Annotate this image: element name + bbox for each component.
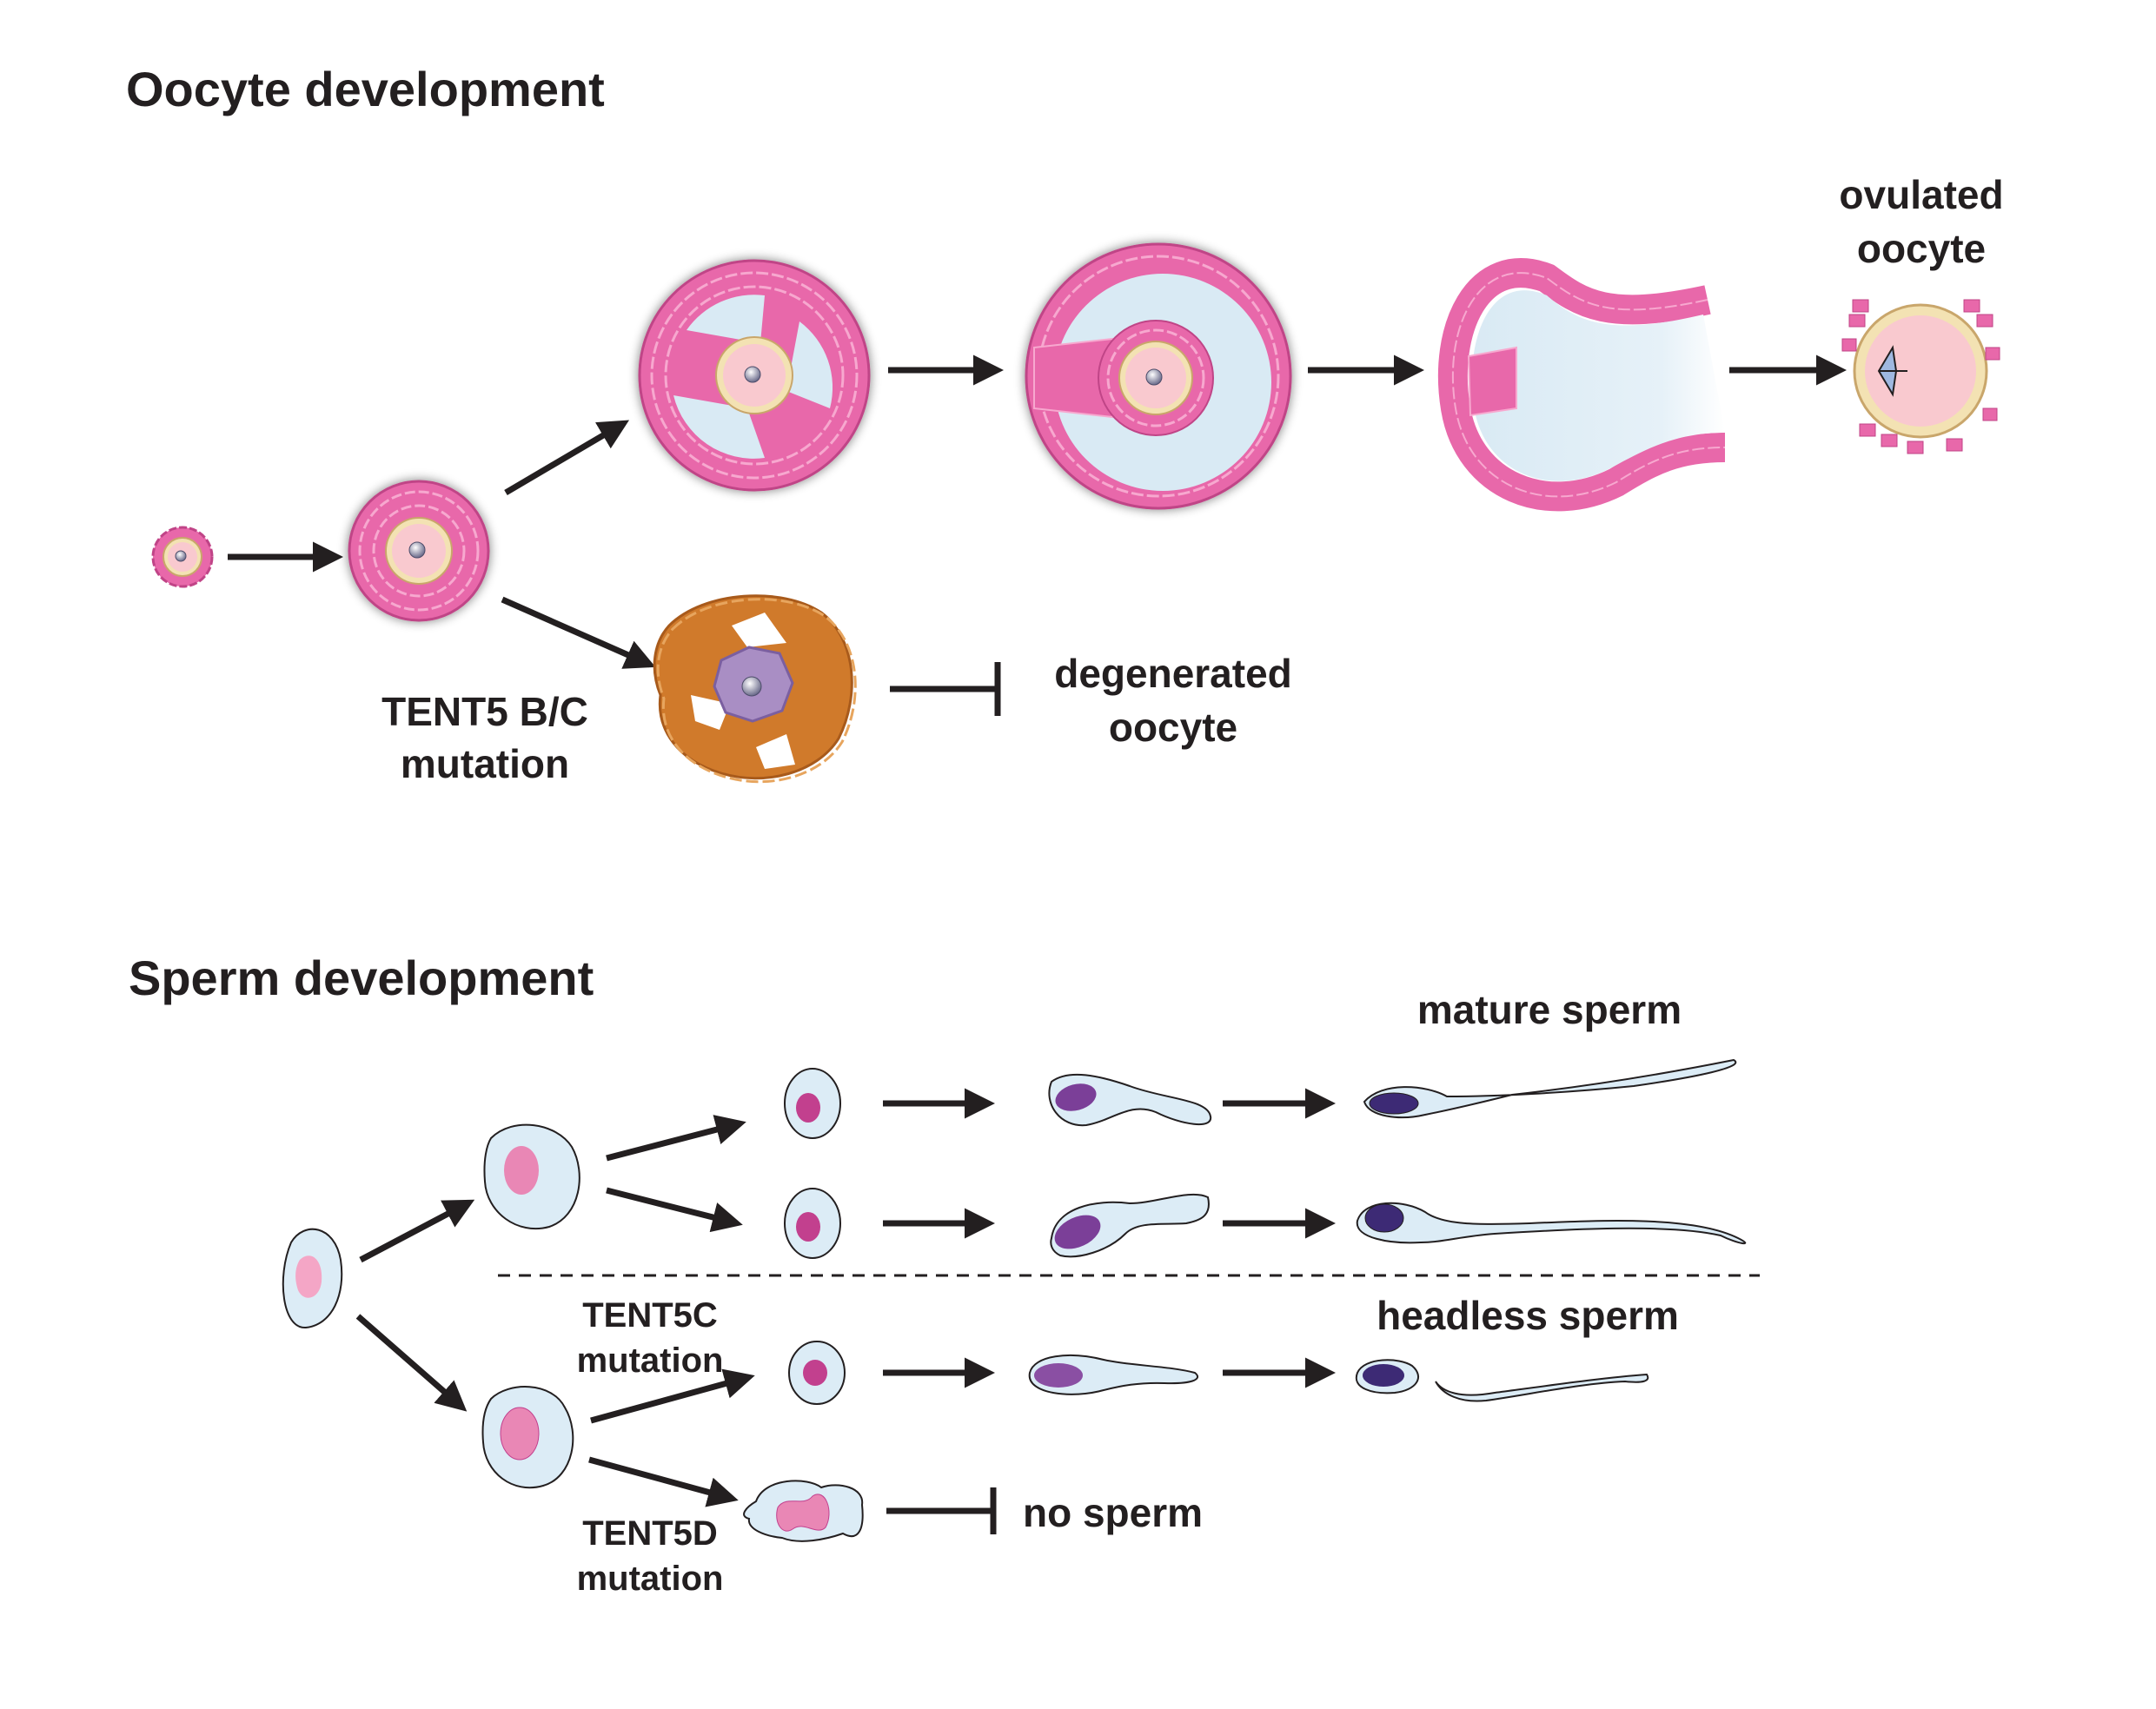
ovulated-oocyte [1841, 299, 2000, 454]
mature-spermatozoon-1 [1363, 1058, 1737, 1119]
round-spermatid-1 [784, 1068, 841, 1139]
sperm-section-title: Sperm development [129, 951, 594, 1005]
tent5c-mutation-label-line1: TENT5C [582, 1296, 718, 1335]
degenerated-label-line2: oocyte [1109, 705, 1237, 750]
arrow-stage2-to-secondary [504, 420, 630, 496]
tent5d-mutation-label-line1: TENT5D [582, 1514, 718, 1553]
arrow-lower-spermatocyte-to-abnormal [588, 1456, 739, 1507]
degenerating-follicle [653, 594, 857, 784]
spermatocyte-upper [483, 1123, 580, 1229]
antral-follicle [1025, 242, 1292, 510]
tent5c-mutation-label-line2: mutation [577, 1341, 724, 1380]
degenerated-label-line1: degenerated [1054, 651, 1292, 696]
headless-sperm-label: headless sperm [1377, 1293, 1679, 1338]
round-spermatid-3 [788, 1341, 846, 1405]
elongating-spermatid-2 [1050, 1193, 1210, 1258]
mature-sperm-label: mature sperm [1417, 987, 1682, 1032]
ovulated-label-line2: oocyte [1857, 226, 1986, 271]
arrow-lower-spermatocyte-to-spermatid [590, 1368, 755, 1424]
detached-sperm-tail [1435, 1373, 1649, 1402]
round-spermatid-2 [784, 1188, 841, 1259]
detached-sperm-head [1355, 1359, 1419, 1394]
secondary-follicle [638, 259, 871, 492]
oocyte-section-title: Oocyte development [126, 62, 605, 116]
spermatocyte-lower [481, 1386, 574, 1489]
tent5bc-mutation-label-line2: mutation [401, 741, 569, 786]
tent5bc-mutation-label-line1: TENT5 B/C [381, 689, 588, 734]
elongating-spermatid-1 [1048, 1073, 1212, 1127]
mature-spermatozoon-2 [1356, 1202, 1747, 1245]
arrow-spermatogonium-to-lower-spermatocyte [355, 1314, 468, 1412]
arrow-stage2-to-degenerated [501, 596, 656, 669]
arrow-spermatogonium-to-upper-spermatocyte [359, 1199, 475, 1263]
elongating-spermatid-3 [1028, 1355, 1198, 1395]
no-sperm-label: no sperm [1023, 1490, 1203, 1535]
primordial-follicle [151, 526, 214, 588]
arrow-spermatocyte-to-spermatid-1 [606, 1115, 746, 1162]
ovulated-label-line1: ovulated [1839, 172, 2003, 217]
tent5d-mutation-label-line2: mutation [577, 1560, 724, 1598]
inhibition-arrow-degenerated [890, 662, 1001, 716]
inhibition-arrow-no-sperm [886, 1487, 997, 1534]
primary-follicle [348, 480, 490, 622]
spermatogonium-cell [282, 1228, 343, 1329]
ruptured-follicle [1437, 258, 1726, 512]
arrow-spermatocyte-to-spermatid-2 [606, 1187, 743, 1233]
abnormal-germ-cell [743, 1480, 864, 1542]
